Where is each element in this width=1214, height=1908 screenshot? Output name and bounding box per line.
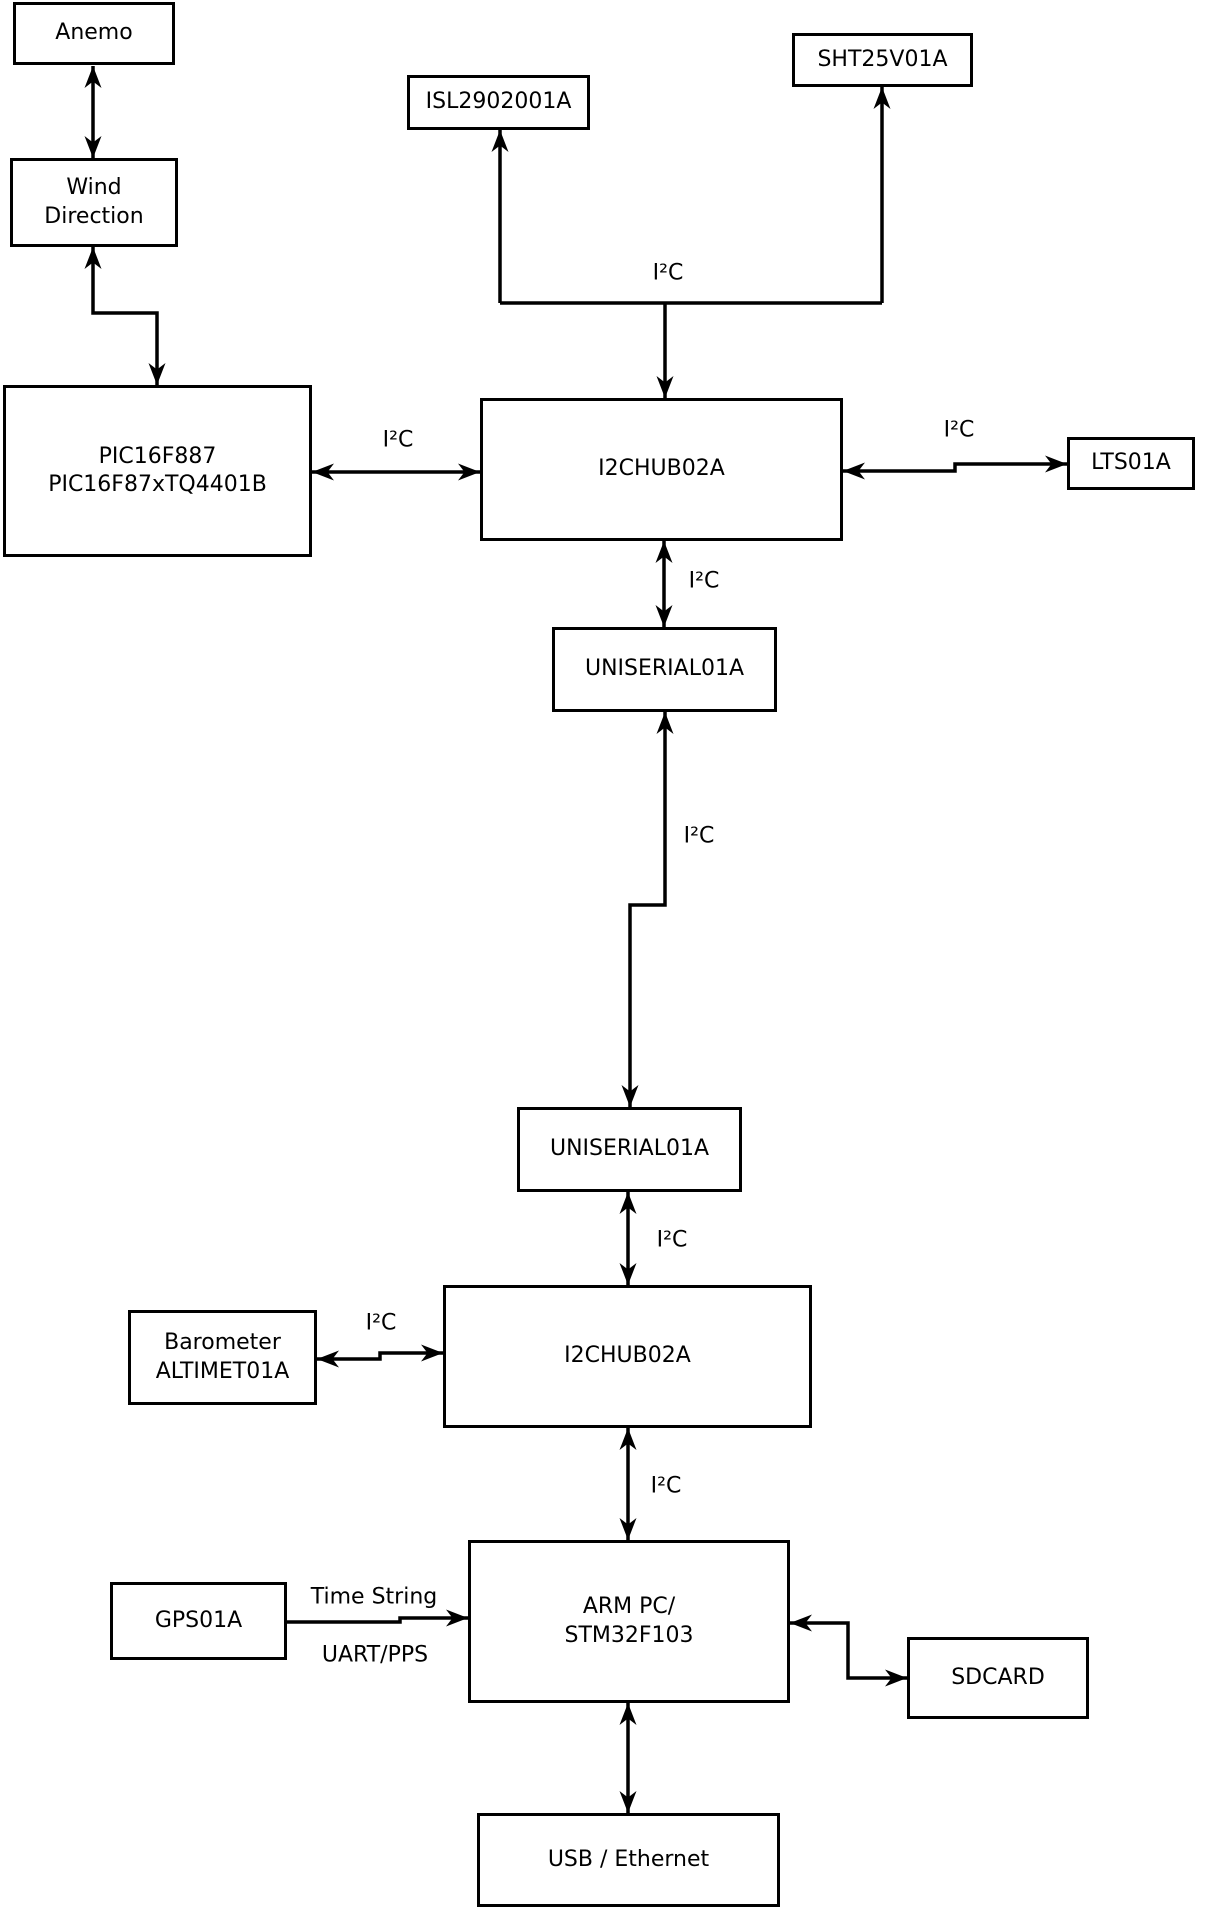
node-uniserial01a-top-label: UNISERIAL01A [584, 656, 745, 682]
node-pic16f887-line2: PIC16F87xTQ4401B [48, 472, 267, 497]
edge-label-i2c-pic-hub: I²C [382, 427, 414, 453]
edge-label-i2c-uniserial-link: I²C [683, 823, 715, 849]
edge-label-uart-pps: UART/PPS [321, 1642, 429, 1668]
connector-barometer-hub2 [317, 1344, 443, 1368]
node-uniserial01a-bottom: UNISERIAL01A [517, 1107, 742, 1192]
node-lts01a-label: LTS01A [1091, 450, 1171, 476]
node-wind-direction-line2: Direction [44, 203, 144, 229]
connector-wind-pic [84, 247, 166, 385]
edge-label-i2c-hub2-arm: I²C [650, 1473, 682, 1499]
node-usb-ethernet: USB / Ethernet [477, 1813, 780, 1907]
connector-hub1-lts [843, 455, 1067, 480]
edge-label-i2c-hub-lts: I²C [943, 417, 975, 443]
node-barometer-line2: ALTIMET01A [155, 1358, 290, 1384]
edge-label-i2c-barometer-hub: I²C [365, 1310, 397, 1336]
node-barometer-altimet01a: Barometer ALTIMET01A [128, 1310, 317, 1405]
node-barometer-line1: Barometer [164, 1330, 281, 1356]
node-arm-pc-line2: STM32F103 [564, 1622, 694, 1648]
edge-label-i2c-uniserial-hub2: I²C [656, 1227, 688, 1253]
node-i2chub02a-bottom-label: I2CHUB02A [564, 1343, 691, 1369]
node-arm-pc-stm32f103: ARM PC/ STM32F103 [468, 1540, 790, 1703]
node-isl2902001a-label: ISL2902001A [425, 89, 572, 115]
node-sdcard-label: SDCARD [951, 1664, 1045, 1690]
connector-arm-sdcard [790, 1614, 907, 1687]
node-i2chub02a-top-label: I2CHUB02A [598, 456, 725, 482]
node-lts01a: LTS01A [1067, 437, 1195, 490]
node-arm-pc-line1: ARM PC/ [582, 1594, 676, 1620]
node-sht25v01a: SHT25V01A [792, 33, 973, 87]
connector-gps-arm [287, 1609, 468, 1627]
node-i2chub02a-bottom: I2CHUB02A [443, 1285, 812, 1428]
node-pic16f887-line1: PIC16F887 [98, 443, 217, 469]
node-i2chub02a-top: I2CHUB02A [480, 398, 843, 541]
node-isl2902001a: ISL2902001A [407, 75, 590, 130]
edge-label-i2c-sensor-bus: I²C [652, 260, 684, 286]
node-sht25v01a-label: SHT25V01A [817, 46, 948, 72]
node-pic16f887: PIC16F887 PIC16F87xTQ4401B [3, 385, 312, 557]
node-gps01a-label: GPS01A [154, 1607, 243, 1633]
node-wind-direction: Wind Direction [10, 158, 178, 247]
node-sdcard: SDCARD [907, 1637, 1089, 1719]
edge-label-time-string: Time String [310, 1584, 438, 1610]
node-anemo: Anemo [13, 2, 175, 65]
node-uniserial01a-top: UNISERIAL01A [552, 627, 777, 712]
node-gps01a: GPS01A [110, 1582, 287, 1660]
edge-label-i2c-hub-uniserial: I²C [688, 568, 720, 594]
node-usb-ethernet-label: USB / Ethernet [547, 1846, 710, 1872]
connector-uniserial1-uniserial2 [621, 712, 674, 1107]
node-anemo-label: Anemo [55, 20, 133, 46]
node-uniserial01a-bottom-label: UNISERIAL01A [549, 1136, 710, 1162]
node-wind-direction-line1: Wind [66, 175, 122, 201]
